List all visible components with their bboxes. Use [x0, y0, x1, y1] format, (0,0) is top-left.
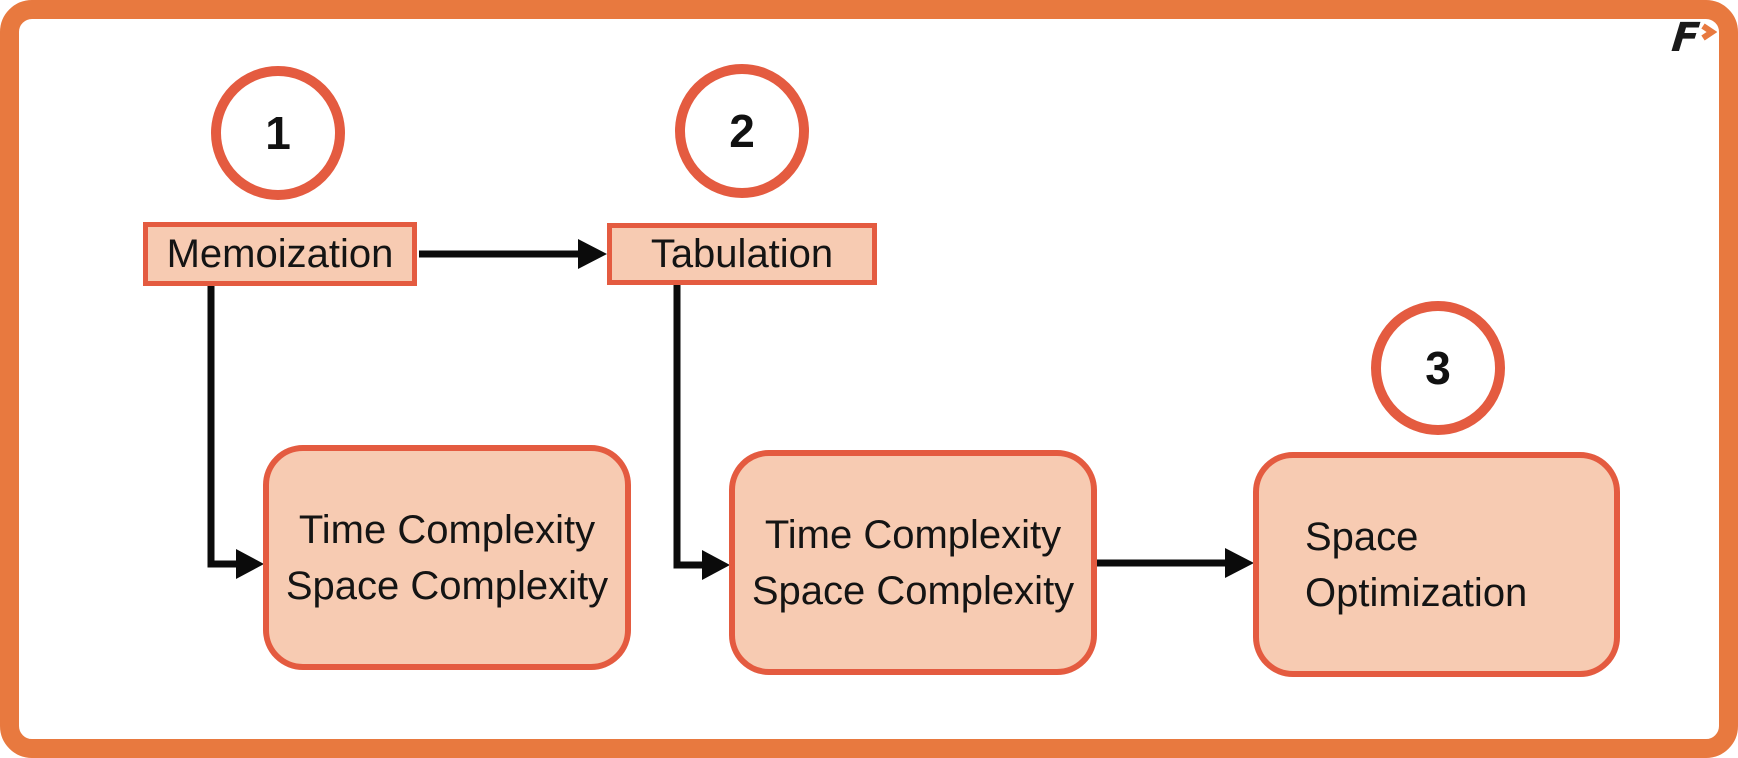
node-tabulation: Tabulation: [607, 223, 877, 285]
arrowhead-icon: [236, 549, 264, 579]
node-complexity-memoization: Time Complexity Space Complexity: [263, 445, 631, 670]
brand-logo: F: [1669, 15, 1718, 61]
connector-memoization-tabulation: [419, 239, 607, 269]
step-number: 3: [1425, 342, 1451, 394]
node-label-line: Time Complexity: [298, 507, 596, 552]
connector-complexity-optimization: [1096, 548, 1254, 578]
arrowhead-icon: [1225, 548, 1254, 578]
step-number: 1: [265, 107, 291, 159]
step-circle-1: 1: [211, 66, 345, 200]
step-circle-3: 3: [1371, 301, 1505, 435]
node-label: Tabulation: [650, 231, 834, 276]
arrowhead-icon: [578, 239, 607, 269]
node-label: Memoization: [166, 231, 394, 276]
right-chevron-icon: [1700, 23, 1718, 48]
step-number: 2: [729, 105, 755, 157]
connector-tabulation-complexity: [673, 285, 730, 580]
node-label-line: Time Complexity: [764, 512, 1062, 557]
node-label-line: Space Complexity: [285, 563, 609, 608]
step-circle-2: 2: [675, 64, 809, 198]
arrowhead-icon: [702, 550, 730, 580]
node-space-optimization: Space Optimization: [1253, 452, 1620, 677]
node-label-line: Space: [1305, 514, 1419, 559]
node-label-line: Optimization: [1305, 570, 1528, 615]
connector-memoization-complexity: [207, 286, 264, 579]
node-label-line: Space Complexity: [751, 568, 1075, 613]
node-complexity-tabulation: Time Complexity Space Complexity: [729, 450, 1097, 675]
logo-letter: F: [1669, 15, 1702, 61]
node-memoization: Memoization: [143, 222, 417, 286]
